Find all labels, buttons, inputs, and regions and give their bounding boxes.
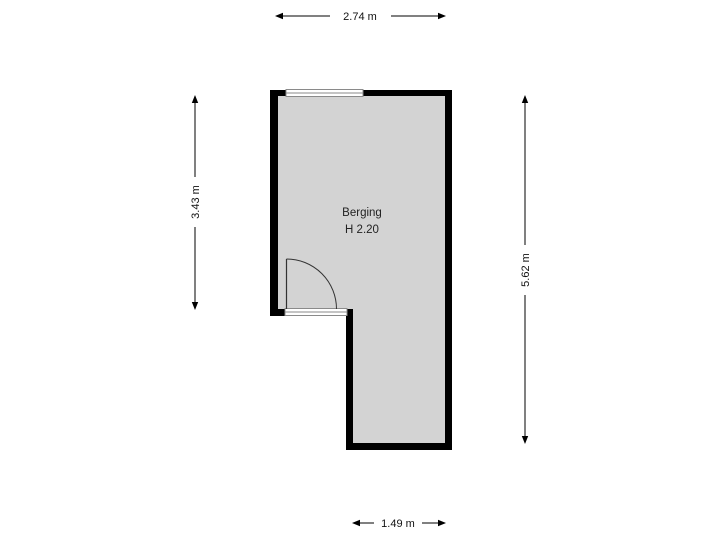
dimension-top-label: 2.74 m bbox=[343, 11, 377, 23]
dimension-left-label: 3.43 m bbox=[190, 185, 202, 219]
dimension-bottom: 1.49 m bbox=[352, 518, 446, 530]
room-name: Berging bbox=[342, 207, 382, 219]
door bbox=[284, 258, 348, 316]
dimension-top: 2.74 m bbox=[275, 11, 446, 23]
room-floor bbox=[278, 96, 445, 443]
window bbox=[285, 89, 364, 97]
room-height: H 2.20 bbox=[345, 224, 379, 236]
door-swing-arc bbox=[286, 258, 337, 310]
dimension-bottom-label: 1.49 m bbox=[381, 518, 415, 530]
dimension-right-label: 5.62 m bbox=[520, 253, 532, 287]
dimension-right: 5.62 m bbox=[520, 95, 532, 444]
dimension-left: 3.43 m bbox=[190, 95, 202, 310]
